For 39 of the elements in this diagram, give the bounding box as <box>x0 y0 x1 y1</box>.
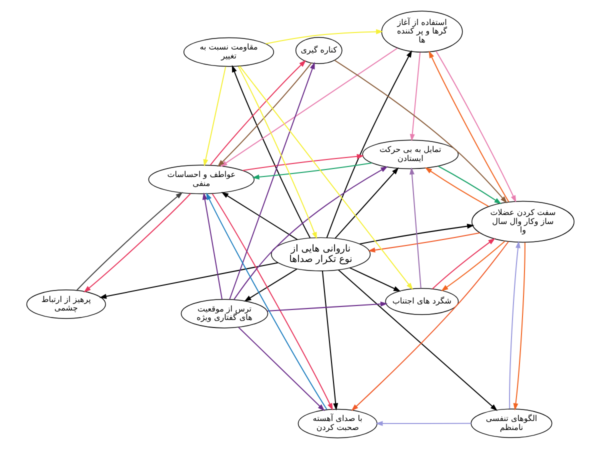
arrow <box>424 167 488 207</box>
arrow <box>428 50 509 202</box>
arrow <box>438 166 501 204</box>
arrow <box>409 52 420 142</box>
arrow <box>338 270 497 411</box>
arrow <box>98 262 278 299</box>
arrow <box>220 192 298 240</box>
arrow <box>202 66 226 167</box>
arrow <box>233 166 388 300</box>
arrow <box>210 60 306 166</box>
arrow <box>228 62 314 300</box>
arrow <box>83 193 190 292</box>
arrow <box>432 238 495 290</box>
arrow <box>435 50 516 203</box>
arrow <box>238 66 412 290</box>
arrow <box>242 154 364 171</box>
arrow <box>252 162 372 180</box>
arrow <box>512 242 525 410</box>
arrow <box>265 29 383 44</box>
arrow <box>349 267 400 292</box>
arrow <box>202 192 222 300</box>
arrow <box>244 268 297 302</box>
arrow <box>334 60 507 204</box>
arrow <box>334 167 398 239</box>
arrow <box>408 167 421 288</box>
arrow <box>216 62 312 167</box>
arrow <box>508 240 520 409</box>
arrow <box>350 241 508 412</box>
arrow <box>440 240 505 292</box>
arrow <box>76 192 182 291</box>
arrow <box>326 50 412 238</box>
arrow <box>238 326 324 412</box>
arrow <box>266 302 388 312</box>
arrow <box>321 270 338 410</box>
node-ellipse: ناروانی هایی از نوع تکرار صداها <box>270 237 370 272</box>
arrow <box>220 48 398 167</box>
arrow <box>367 232 480 252</box>
arrow <box>359 224 474 244</box>
arrow <box>375 421 471 426</box>
